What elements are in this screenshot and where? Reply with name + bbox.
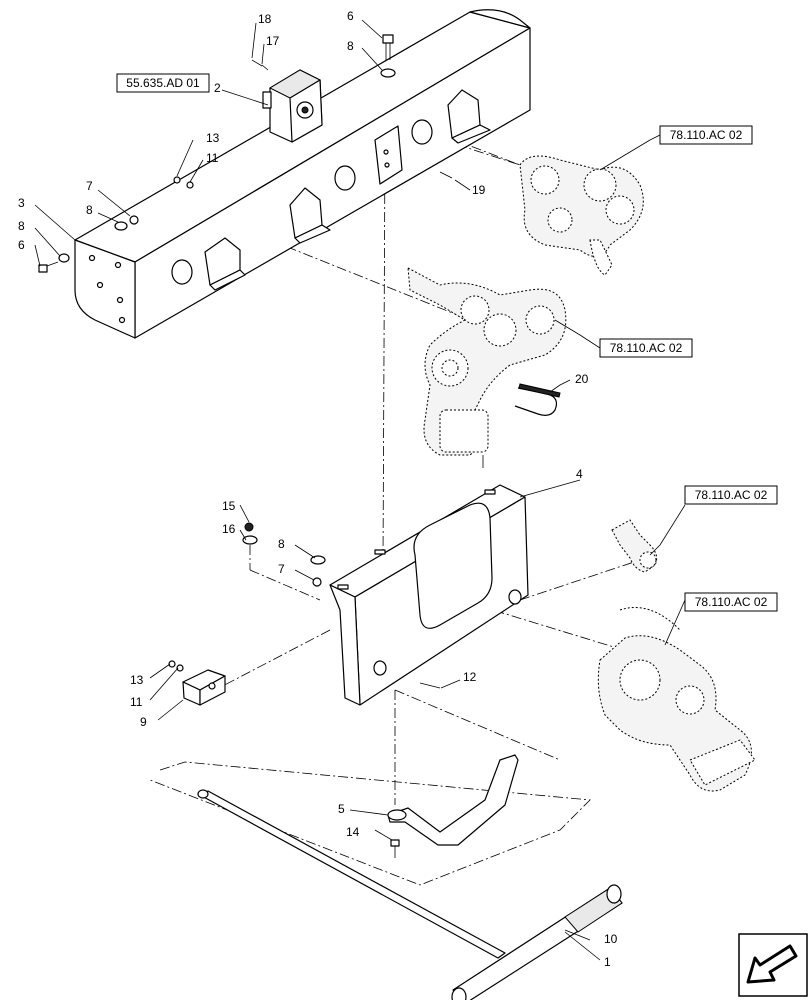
callout-11-upper: 11 [206,151,219,165]
callout-8-left: 8 [86,203,93,217]
callout-4: 4 [576,467,583,481]
svg-text:78.110.AC 02: 78.110.AC 02 [610,341,683,355]
callout-12: 12 [463,670,477,684]
arrow-back-icon[interactable] [738,933,808,997]
callout-15: 15 [222,499,236,513]
valve-assembly-upper[interactable] [519,155,644,276]
callout-5: 5 [338,802,345,816]
mounting-plate[interactable] [329,484,529,706]
callout-7-left: 7 [86,179,93,193]
callout-19: 19 [472,183,486,197]
valve-assembly-lower[interactable] [597,607,756,792]
ref-box-55635[interactable]: 55.635.AD 01 [116,73,210,93]
ref-box-78110-c[interactable]: 78.110.AC 02 [684,485,778,505]
callout-7-mid: 7 [278,562,285,576]
callout-8-mid: 8 [278,537,285,551]
callout-6-left: 6 [18,238,25,252]
valve-assembly-middle[interactable] [407,267,567,468]
svg-text:78.110.AC 02: 78.110.AC 02 [695,595,768,609]
spacer-block[interactable] [182,669,226,706]
t-handle-rod[interactable] [197,789,623,1000]
callout-labels: 18 17 6 8 2 13 11 7 8 3 8 6 19 20 4 15 1… [18,9,618,969]
callout-16: 16 [222,522,236,536]
callout-2: 2 [214,81,221,95]
support-bracket[interactable] [387,754,519,846]
callout-8-far-left: 8 [18,219,25,233]
callout-6-top: 6 [347,9,354,23]
callout-11-lower: 11 [130,695,143,709]
ref-box-78110-d[interactable]: 78.110.AC 02 [684,592,778,612]
ref-box-78110-a[interactable]: 78.110.AC 02 [659,125,753,145]
svg-text:78.110.AC 02: 78.110.AC 02 [670,128,743,142]
elbow-fitting[interactable] [611,519,658,573]
callout-3: 3 [18,196,25,210]
u-bolt[interactable] [514,383,561,416]
svg-text:78.110.AC 02: 78.110.AC 02 [695,488,768,502]
callout-8-top: 8 [347,39,354,53]
ref-box-78110-b[interactable]: 78.110.AC 02 [599,338,693,358]
svg-text:55.635.AD 01: 55.635.AD 01 [126,76,200,90]
callout-18: 18 [258,12,272,26]
connector-block[interactable] [262,69,323,143]
callout-1: 1 [604,955,611,969]
callout-13-lower: 13 [130,673,144,687]
callout-9: 9 [140,715,147,729]
cross-beam[interactable] [74,9,531,339]
callout-13-upper: 13 [206,131,220,145]
leader-lines [34,19,686,961]
callout-14: 14 [346,825,360,839]
callout-10: 10 [604,932,618,946]
callout-17: 17 [266,34,280,48]
callout-20: 20 [575,372,589,386]
